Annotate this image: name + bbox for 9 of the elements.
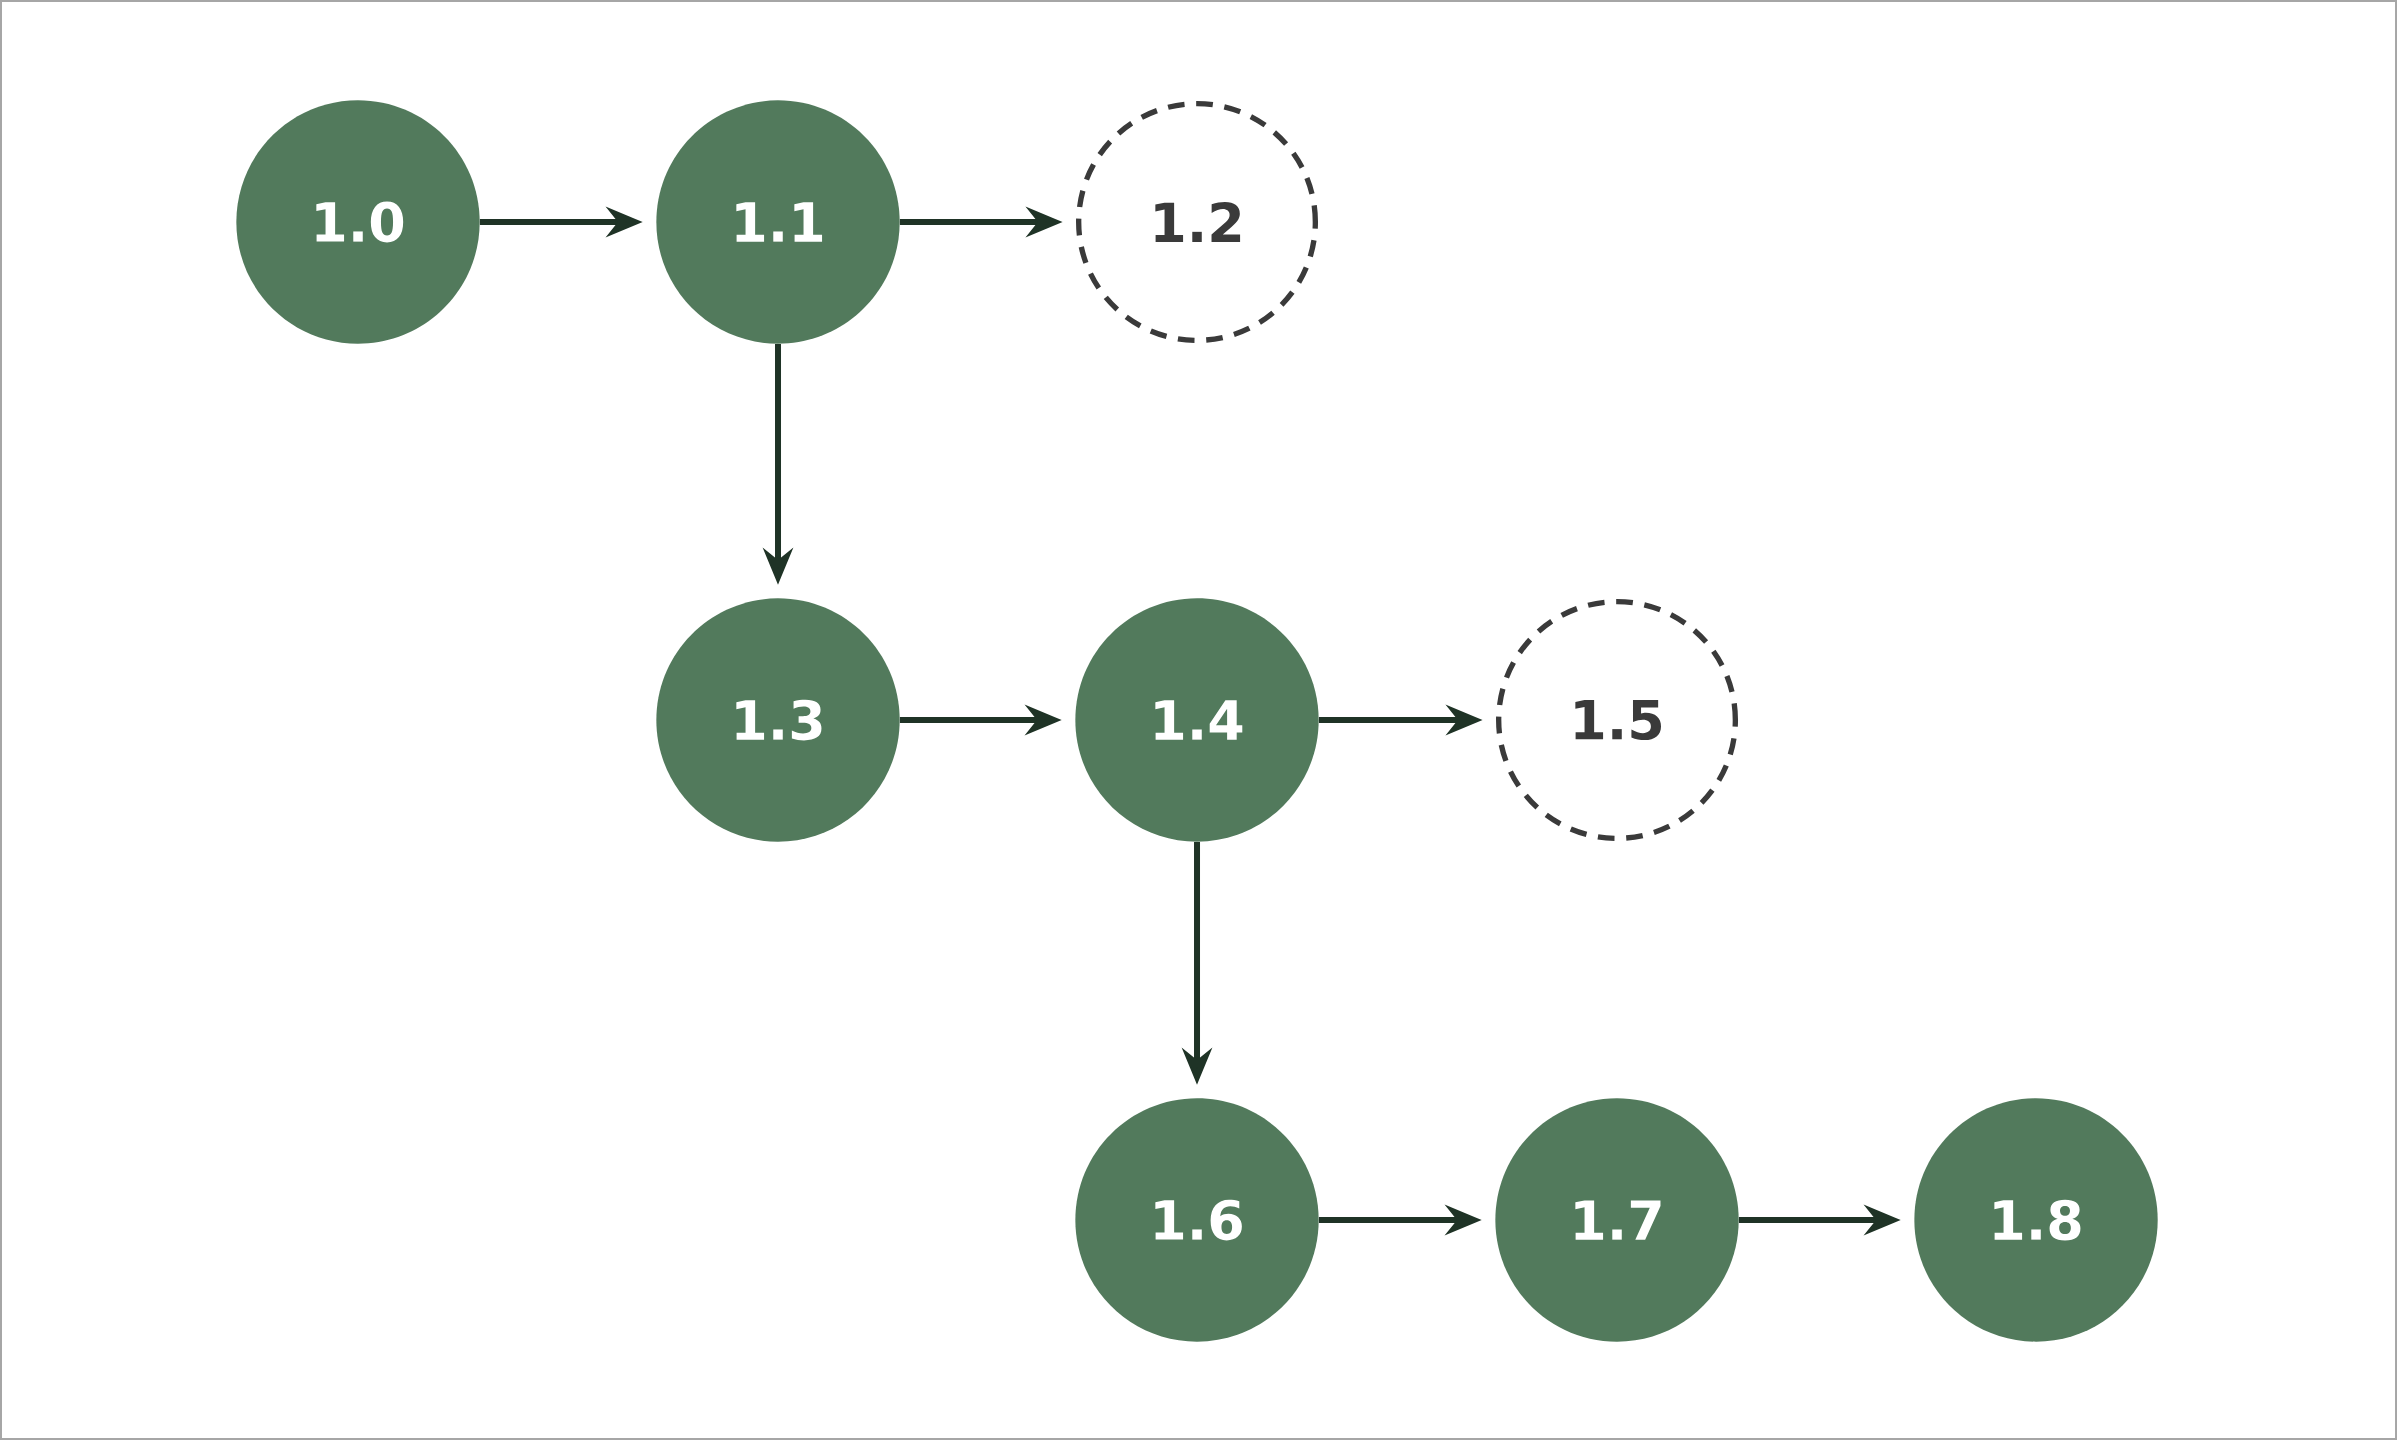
dashed-circle-node: 1.5 <box>1496 599 1739 841</box>
circle-node: 1.4 <box>1075 598 1319 842</box>
circle-node: 1.1 <box>656 100 900 344</box>
circle-node: 1.7 <box>1495 1098 1739 1342</box>
circle-node: 1.3 <box>656 598 900 842</box>
circle-node: 1.6 <box>1075 1098 1319 1342</box>
dashed-circle-node: 1.2 <box>1076 101 1318 343</box>
circle-node: 1.8 <box>1914 1098 2158 1342</box>
circle-node: 1.0 <box>236 100 480 344</box>
